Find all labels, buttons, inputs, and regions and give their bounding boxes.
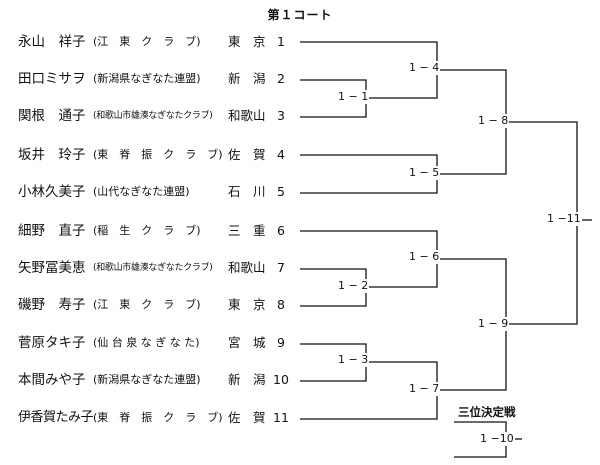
- player-name: 伊香賀たみ子: [18, 410, 94, 425]
- match-label-1-7: 1 − 7: [408, 382, 441, 396]
- player-row-11: 伊香賀たみ子 (東 脊 振 ク ラ ブ) 佐 賀 11: [18, 408, 300, 428]
- player-name: 本間みや子: [18, 372, 86, 388]
- player-name: 磯野 寿子: [18, 297, 86, 313]
- player-club: (和歌山市雄湊なぎなたクラブ): [93, 263, 213, 273]
- player-prefecture: 新 潟: [228, 71, 266, 86]
- player-prefecture: 宮 城: [228, 335, 266, 350]
- player-prefecture: 和歌山: [228, 108, 266, 123]
- player-name: 坂井 玲子: [18, 147, 86, 163]
- player-row-8: 磯野 寿子 (江 東 ク ラ ブ) 東 京 8: [18, 295, 300, 315]
- court-title: 第１コート: [267, 8, 333, 22]
- player-number: 5: [277, 184, 285, 199]
- third-place-title: 三位決定戦: [458, 405, 516, 419]
- player-prefecture: 新 潟: [228, 372, 266, 387]
- player-club: (江 東 ク ラ ブ): [93, 35, 201, 48]
- player-name: 矢野冨美恵: [18, 260, 86, 276]
- player-number: 1: [277, 34, 285, 49]
- player-number: 11: [273, 410, 289, 425]
- player-club: (東 脊 振 ク ラ ブ): [93, 148, 223, 161]
- player-row-3: 関根 通子 (和歌山市雄湊なぎなたクラブ) 和歌山 3: [18, 106, 300, 126]
- match-label-1-3: 1 − 3: [337, 353, 370, 367]
- player-number: 7: [277, 260, 285, 275]
- match-label-1-5: 1 − 5: [408, 166, 441, 180]
- player-row-10: 本間みや子 (新潟県なぎなた連盟) 新 潟 10: [18, 370, 300, 390]
- match-label-1-2: 1 − 2: [337, 279, 370, 293]
- player-row-5: 小林久美子 (山代なぎなた連盟) 石 川 5: [18, 182, 300, 202]
- player-name: 菅原タキ子: [18, 335, 86, 351]
- player-name: 小林久美子: [18, 184, 86, 200]
- player-prefecture: 東 京: [228, 34, 266, 49]
- player-club: (新潟県なぎなた連盟): [93, 373, 201, 386]
- player-row-9: 菅原タキ子 (仙 台 泉 な ぎ な た) 宮 城 9: [18, 333, 300, 353]
- player-club: (和歌山市雄湊なぎなたクラブ): [93, 111, 213, 121]
- player-club: (東 脊 振 ク ラ ブ): [93, 411, 223, 424]
- player-number: 4: [277, 147, 285, 162]
- match-label-1-11: 1 −11: [546, 212, 582, 226]
- player-number: 10: [273, 372, 289, 387]
- player-club: (江 東 ク ラ ブ): [93, 298, 201, 311]
- match-label-1-1: 1 − 1: [337, 90, 370, 104]
- player-club: (山代なぎなた連盟): [93, 185, 190, 198]
- match-label-1-10: 1 −10: [479, 432, 515, 446]
- player-name: 関根 通子: [18, 108, 86, 124]
- player-name: 細野 直子: [18, 223, 86, 239]
- match-label-1-8: 1 − 8: [477, 114, 510, 128]
- player-number: 2: [277, 71, 285, 86]
- player-number: 3: [277, 108, 285, 123]
- player-number: 6: [277, 223, 285, 238]
- player-club: (稲 生 ク ラ ブ): [93, 224, 201, 237]
- player-prefecture: 和歌山: [228, 260, 266, 275]
- player-club: (新潟県なぎなた連盟): [93, 72, 201, 85]
- player-name: 永山 祥子: [18, 34, 86, 50]
- player-prefecture: 東 京: [228, 297, 266, 312]
- player-row-7: 矢野冨美恵 (和歌山市雄湊なぎなたクラブ) 和歌山 7: [18, 258, 300, 278]
- player-club: (仙 台 泉 な ぎ な た): [93, 336, 200, 349]
- player-row-4: 坂井 玲子 (東 脊 振 ク ラ ブ) 佐 賀 4: [18, 145, 300, 165]
- match-label-1-6: 1 − 6: [408, 250, 441, 264]
- player-prefecture: 石 川: [228, 184, 266, 199]
- player-row-1: 永山 祥子 (江 東 ク ラ ブ) 東 京 1: [18, 32, 300, 52]
- player-name: 田口ミサヲ: [18, 71, 86, 87]
- player-number: 8: [277, 297, 285, 312]
- player-row-6: 細野 直子 (稲 生 ク ラ ブ) 三 重 6: [18, 221, 300, 241]
- player-prefecture: 佐 賀: [228, 147, 266, 162]
- match-label-1-4: 1 − 4: [408, 61, 441, 75]
- player-row-2: 田口ミサヲ (新潟県なぎなた連盟) 新 潟 2: [18, 69, 300, 89]
- player-number: 9: [277, 335, 285, 350]
- player-prefecture: 佐 賀: [228, 410, 266, 425]
- player-prefecture: 三 重: [228, 223, 266, 238]
- match-label-1-9: 1 − 9: [477, 317, 510, 331]
